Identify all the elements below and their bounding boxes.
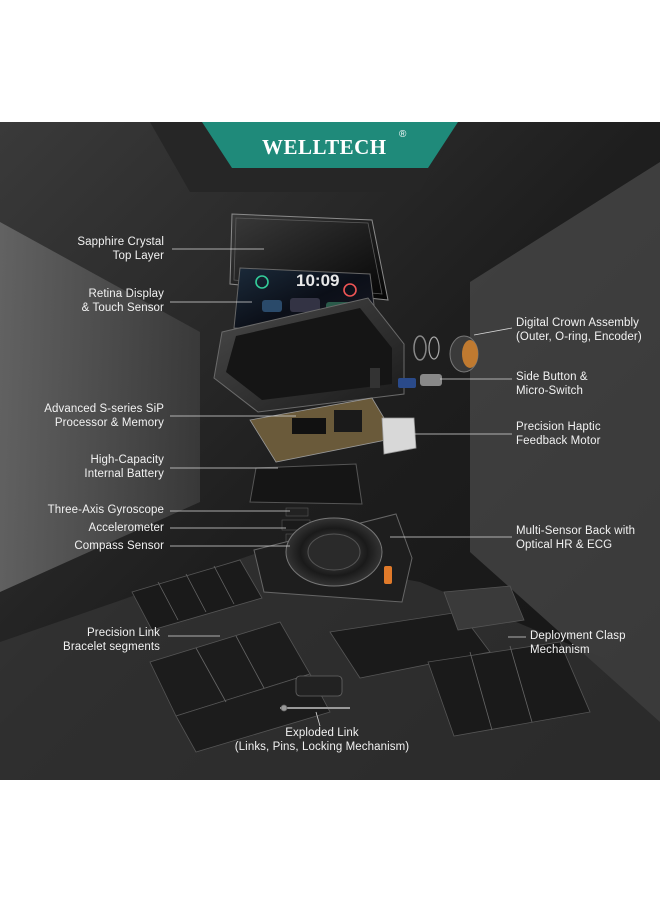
brand-logo: WELLTECH [262, 135, 387, 159]
callout-digital-crown: Digital Crown Assembly(Outer, O-ring, En… [516, 317, 642, 343]
callout-accelerometer: Accelerometer [88, 522, 164, 534]
brand-tab [202, 122, 458, 168]
side-button [398, 374, 442, 388]
exploded-link [280, 675, 350, 712]
sip-processor-board [249, 397, 417, 463]
exploded-watch-illustration: 10:09 [0, 122, 660, 780]
callout-exploded-link: Exploded Link(Links, Pins, Locking Mecha… [234, 727, 410, 753]
callout-gyroscope: Three-Axis Gyroscope [47, 504, 164, 516]
multi-sensor-back [253, 513, 413, 603]
leader-exploded-1 [315, 711, 321, 727]
diagram-panel: 10:09 [0, 122, 660, 780]
internal-battery [249, 463, 363, 505]
registered-mark: ® [399, 129, 407, 140]
precision-link-bracelet [149, 621, 331, 753]
background-plate-right [470, 162, 660, 722]
watch-case-frame [213, 297, 405, 413]
deployment-clasp [329, 585, 591, 737]
callout-compass: Compass Sensor [74, 540, 164, 552]
leader-lines [168, 248, 526, 727]
background-plate-left [0, 222, 200, 592]
callout-retina-display: Retina Display& Touch Sensor [81, 288, 164, 314]
digital-crown [413, 335, 479, 373]
display-time: 10:09 [296, 271, 339, 290]
callout-side-button: Side Button &Micro-Switch [516, 371, 588, 397]
leader-crown [473, 327, 513, 336]
bracelet-links-upper-left [131, 559, 263, 631]
